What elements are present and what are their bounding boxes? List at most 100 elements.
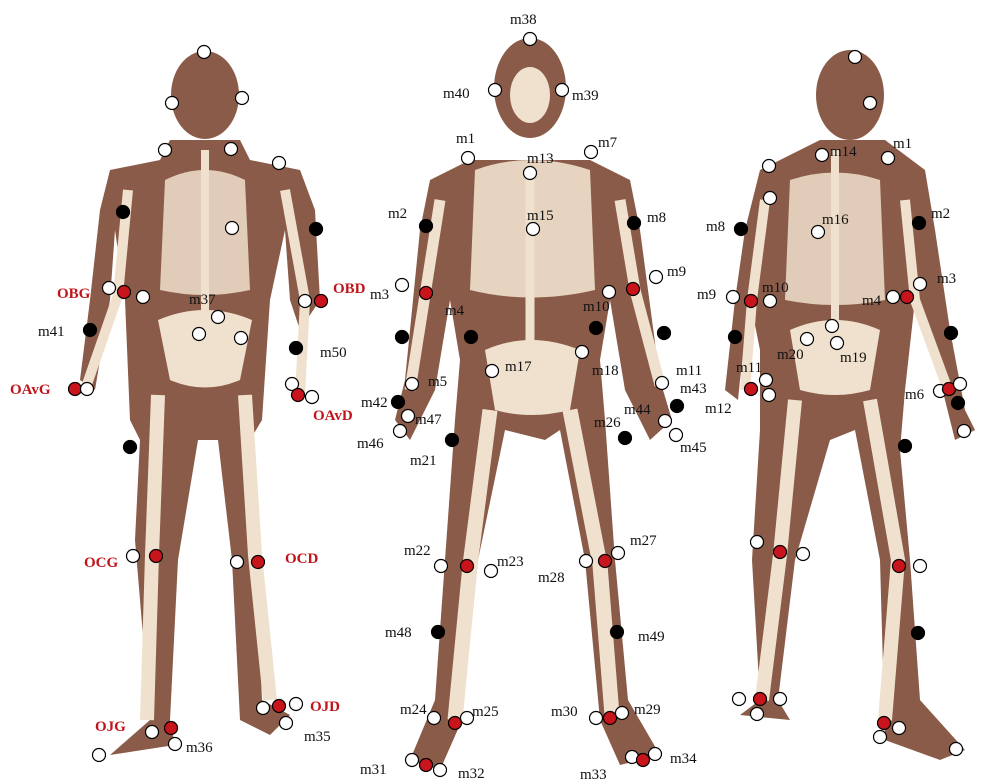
marker-red xyxy=(754,693,767,706)
label-m34: m34 xyxy=(670,751,697,767)
label-m42: m42 xyxy=(361,395,388,411)
label-m15: m15 xyxy=(527,208,554,224)
marker-red xyxy=(150,550,163,563)
marker-red xyxy=(604,712,617,725)
label-m16: m16 xyxy=(822,212,849,228)
marker-black xyxy=(124,441,137,454)
label-m47: m47 xyxy=(415,412,442,428)
marker-red xyxy=(774,546,787,559)
label-m9-back: m9 xyxy=(697,287,716,303)
marker-red xyxy=(745,383,758,396)
marker-white xyxy=(524,167,537,180)
marker-black xyxy=(729,331,742,344)
label-m5: m5 xyxy=(428,374,447,390)
label-m36: m36 xyxy=(186,740,213,756)
marker-white xyxy=(659,415,672,428)
marker-white xyxy=(831,337,844,350)
marker-black xyxy=(290,342,303,355)
label-m18: m18 xyxy=(592,363,619,379)
marker-white xyxy=(774,693,787,706)
marker-white xyxy=(257,702,270,715)
marker-white xyxy=(402,410,415,423)
label-m10-front: m10 xyxy=(583,299,610,315)
marker-white xyxy=(428,712,441,725)
label-m10-back: m10 xyxy=(762,280,789,296)
label-ojd: OJD xyxy=(310,699,340,715)
label-m45: m45 xyxy=(680,440,707,456)
marker-white xyxy=(801,333,814,346)
label-m3-front: m3 xyxy=(370,287,389,303)
marker-white xyxy=(612,547,625,560)
marker-white xyxy=(656,377,669,390)
marker-black xyxy=(671,400,684,413)
label-ocd: OCD xyxy=(285,551,319,567)
marker-white xyxy=(146,726,159,739)
marker-red xyxy=(449,717,462,730)
marker-white xyxy=(137,291,150,304)
marker-black xyxy=(619,432,632,445)
marker-white xyxy=(826,320,839,333)
label-m25: m25 xyxy=(472,704,499,720)
label-m17: m17 xyxy=(505,359,532,375)
marker-white xyxy=(198,46,211,59)
marker-red xyxy=(420,759,433,772)
marker-red xyxy=(420,287,433,300)
marker-white xyxy=(590,712,603,725)
label-m30: m30 xyxy=(551,704,578,720)
marker-white xyxy=(435,560,448,573)
marker-black xyxy=(735,223,748,236)
label-obg: OBG xyxy=(57,286,91,302)
marker-white xyxy=(524,33,537,46)
marker-white xyxy=(954,378,967,391)
label-m9-front: m9 xyxy=(667,264,686,280)
label-m22: m22 xyxy=(404,543,431,559)
marker-black xyxy=(432,626,445,639)
marker-red xyxy=(627,283,640,296)
marker-red xyxy=(292,389,305,402)
label-m21: m21 xyxy=(410,453,437,469)
label-ojg: OJG xyxy=(95,719,126,735)
marker-white xyxy=(816,149,829,162)
label-m48: m48 xyxy=(385,625,412,641)
label-m43: m43 xyxy=(680,381,707,397)
marker-white xyxy=(797,548,810,561)
marker-white xyxy=(763,160,776,173)
label-m41: m41 xyxy=(38,324,65,340)
marker-white xyxy=(958,425,971,438)
marker-red xyxy=(315,295,328,308)
marker-white xyxy=(306,391,319,404)
marker-white xyxy=(893,722,906,735)
label-m4-front: m4 xyxy=(445,303,465,319)
marker-white xyxy=(914,560,927,573)
label-m20: m20 xyxy=(777,347,804,363)
marker-black xyxy=(465,331,478,344)
label-m33: m33 xyxy=(580,767,607,783)
marker-black xyxy=(611,626,624,639)
label-m35: m35 xyxy=(304,729,331,745)
marker-black xyxy=(392,396,405,409)
marker-black xyxy=(590,322,603,335)
marker-black xyxy=(84,324,97,337)
marker-red xyxy=(637,754,650,767)
marker-white xyxy=(580,555,593,568)
marker-red xyxy=(901,291,914,304)
marker-white xyxy=(280,717,293,730)
marker-white xyxy=(127,550,140,563)
marker-black xyxy=(117,206,130,219)
label-m4-back: m4 xyxy=(862,293,882,309)
label-m27: m27 xyxy=(630,533,657,549)
marker-black xyxy=(396,331,409,344)
marker-white xyxy=(950,743,963,756)
marker-white xyxy=(236,92,249,105)
label-m50: m50 xyxy=(320,345,347,361)
label-ocg: OCG xyxy=(84,555,119,571)
marker-white xyxy=(485,565,498,578)
marker-black xyxy=(899,440,912,453)
label-m29: m29 xyxy=(634,702,661,718)
marker-white xyxy=(81,383,94,396)
marker-black xyxy=(658,327,671,340)
label-m28: m28 xyxy=(538,570,565,586)
marker-white xyxy=(727,291,740,304)
